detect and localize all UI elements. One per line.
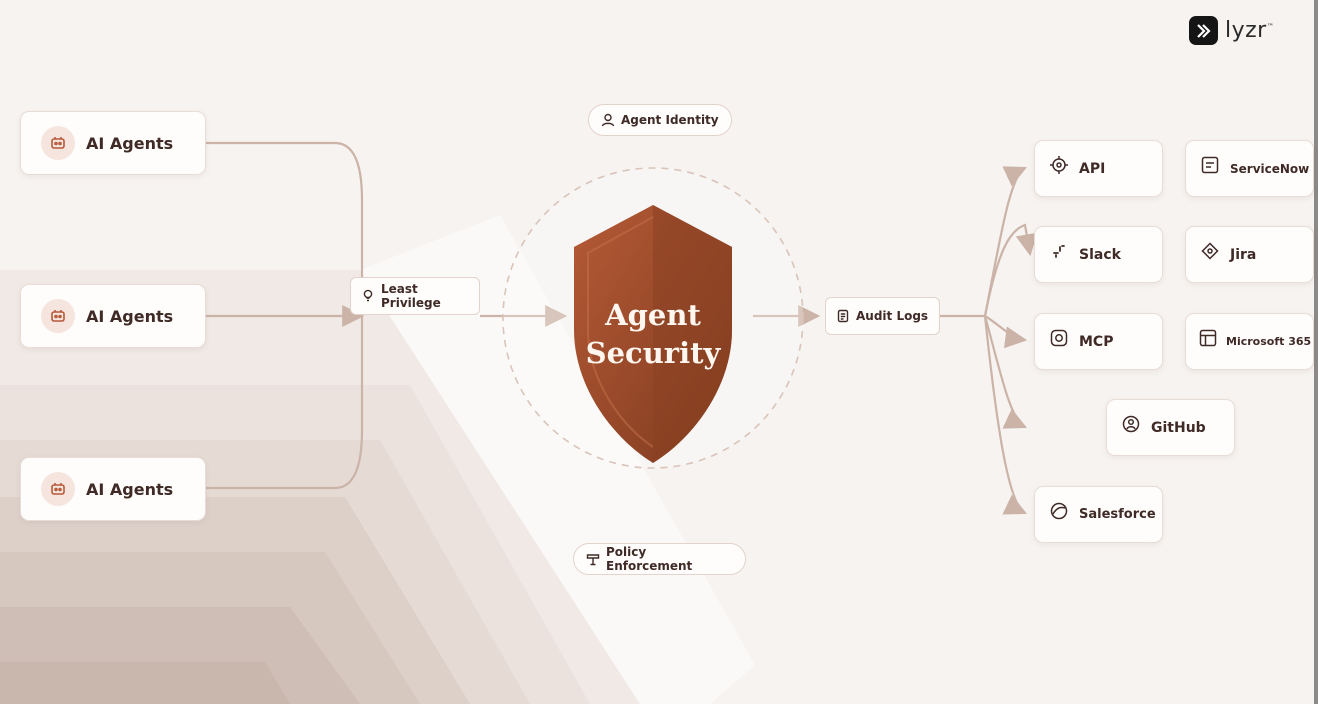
- microsoft365-icon: [1198, 328, 1218, 348]
- agent-security-title: Agent Security: [572, 296, 734, 372]
- github-icon: [1121, 414, 1141, 434]
- title-line-1: Agent: [605, 298, 701, 332]
- agent-identity-label: Agent Identity: [621, 113, 719, 127]
- ai-agent-card-2: AI Agents: [20, 284, 206, 348]
- robot-icon: [41, 299, 75, 333]
- logo-trademark: ™: [1266, 22, 1275, 31]
- user-icon: [601, 113, 615, 127]
- target-github-label: GitHub: [1151, 419, 1206, 436]
- target-slack-label: Slack: [1079, 246, 1121, 263]
- crosshair-icon: [1049, 155, 1069, 175]
- jira-icon: [1200, 241, 1220, 261]
- ai-agent-label: AI Agents: [86, 479, 174, 499]
- logo-text: lyzr™: [1225, 18, 1274, 43]
- target-salesforce: Salesforce: [1034, 486, 1163, 543]
- lightbulb-icon: [363, 289, 373, 302]
- robot-icon: [41, 126, 75, 160]
- ai-agent-label: AI Agents: [86, 133, 174, 153]
- agent-identity-badge: Agent Identity: [588, 104, 732, 136]
- ai-agent-label: AI Agents: [86, 306, 174, 326]
- target-github: GitHub: [1106, 399, 1235, 456]
- target-mcp-label: MCP: [1079, 333, 1114, 350]
- least-privilege-badge: Least Privilege: [350, 277, 480, 315]
- least-privilege-label: Least Privilege: [381, 282, 441, 310]
- target-microsoft365: Microsoft 365: [1185, 313, 1314, 370]
- mcp-icon: [1049, 328, 1069, 348]
- target-servicenow-label: ServiceNow: [1230, 161, 1310, 176]
- salesforce-icon: [1049, 501, 1069, 521]
- lyzr-logo-icon: [1189, 16, 1218, 45]
- document-icon: [837, 309, 849, 323]
- agent-security-shield: [502, 167, 804, 469]
- gavel-icon: [586, 554, 600, 566]
- target-servicenow: ServiceNow: [1185, 140, 1314, 197]
- target-salesforce-label: Salesforce: [1079, 507, 1156, 522]
- target-microsoft365-label: Microsoft 365: [1226, 335, 1312, 348]
- slack-icon: [1049, 241, 1069, 261]
- target-slack: Slack: [1034, 226, 1163, 283]
- robot-icon: [41, 472, 75, 506]
- policy-enforcement-label: Policy Enforcement: [606, 545, 693, 573]
- policy-enforcement-badge: Policy Enforcement: [573, 543, 746, 575]
- target-api: API: [1034, 140, 1163, 197]
- target-mcp: MCP: [1034, 313, 1163, 370]
- target-jira-label: Jira: [1230, 246, 1257, 263]
- servicenow-icon: [1200, 155, 1220, 175]
- lyzr-logo: lyzr™: [1189, 16, 1274, 45]
- logo-wordmark: lyzr: [1225, 18, 1267, 43]
- audit-logs-badge: Audit Logs: [825, 297, 940, 335]
- ai-agent-card-1: AI Agents: [20, 111, 206, 175]
- target-api-label: API: [1079, 160, 1106, 177]
- title-line-2: Security: [585, 336, 721, 370]
- audit-logs-label: Audit Logs: [856, 309, 929, 323]
- target-jira: Jira: [1185, 226, 1314, 283]
- ai-agent-card-3: AI Agents: [20, 457, 206, 521]
